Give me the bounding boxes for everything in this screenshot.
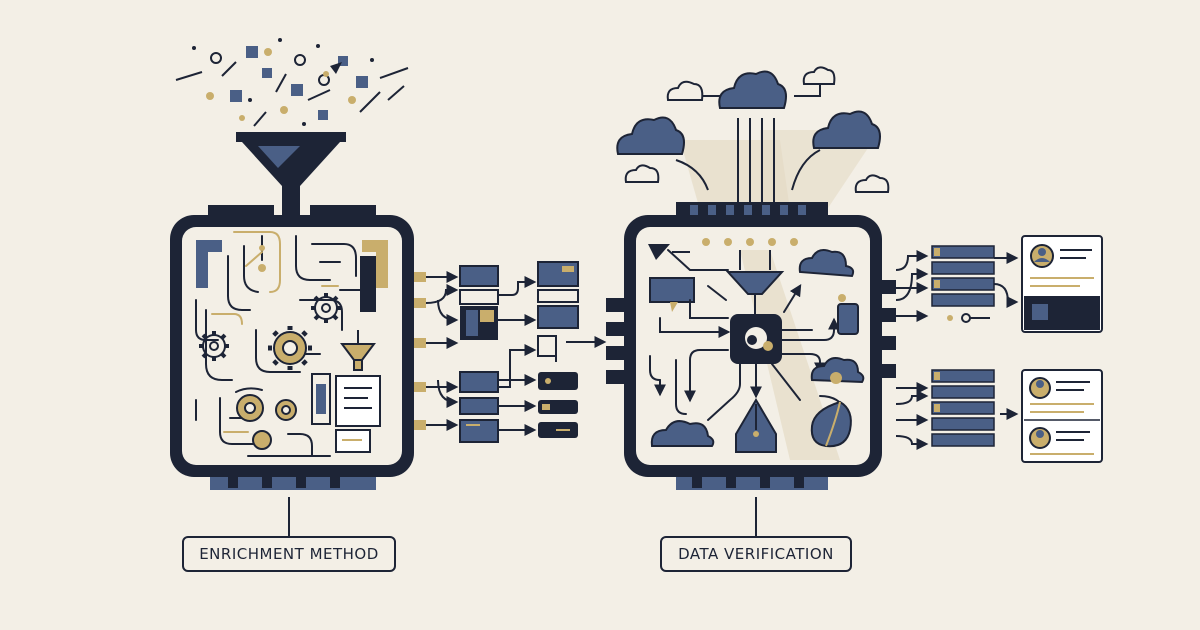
cloud-network	[616, 66, 890, 220]
block-grid-right	[537, 261, 579, 438]
scattered-data-icon	[175, 38, 409, 127]
output-arrows	[895, 250, 1019, 450]
cloud-icon	[798, 249, 855, 278]
enrichment-module	[170, 205, 426, 490]
middle-blocks	[425, 271, 459, 431]
profile-card-top	[1021, 235, 1103, 333]
profile-card-bottom	[1021, 369, 1103, 463]
data-verification-label-box	[660, 536, 852, 572]
document-icon	[335, 375, 381, 453]
funnel-icon	[236, 132, 346, 216]
output-list-bottom	[931, 369, 995, 447]
cloud-icon	[810, 357, 865, 384]
funnel-icon	[340, 330, 376, 371]
cloud-icon	[650, 420, 715, 447]
pen-icon	[735, 398, 777, 453]
pie-icon	[810, 400, 852, 448]
user-profile-icon	[1029, 377, 1051, 399]
enrichment-method-caption: ENRICHMENT METHOD	[199, 545, 379, 563]
data-verification-caption: DATA VERIFICATION	[678, 545, 834, 563]
output-list-top	[931, 245, 995, 323]
gear-icon	[268, 326, 312, 370]
gear-icon	[236, 394, 297, 450]
user-profile-icon	[1030, 244, 1054, 268]
block-grid-left	[459, 265, 499, 443]
user-profile-icon	[1029, 427, 1051, 449]
verification-module	[606, 202, 896, 490]
enrichment-method-label-box	[182, 536, 396, 572]
lock-icon	[730, 314, 782, 364]
